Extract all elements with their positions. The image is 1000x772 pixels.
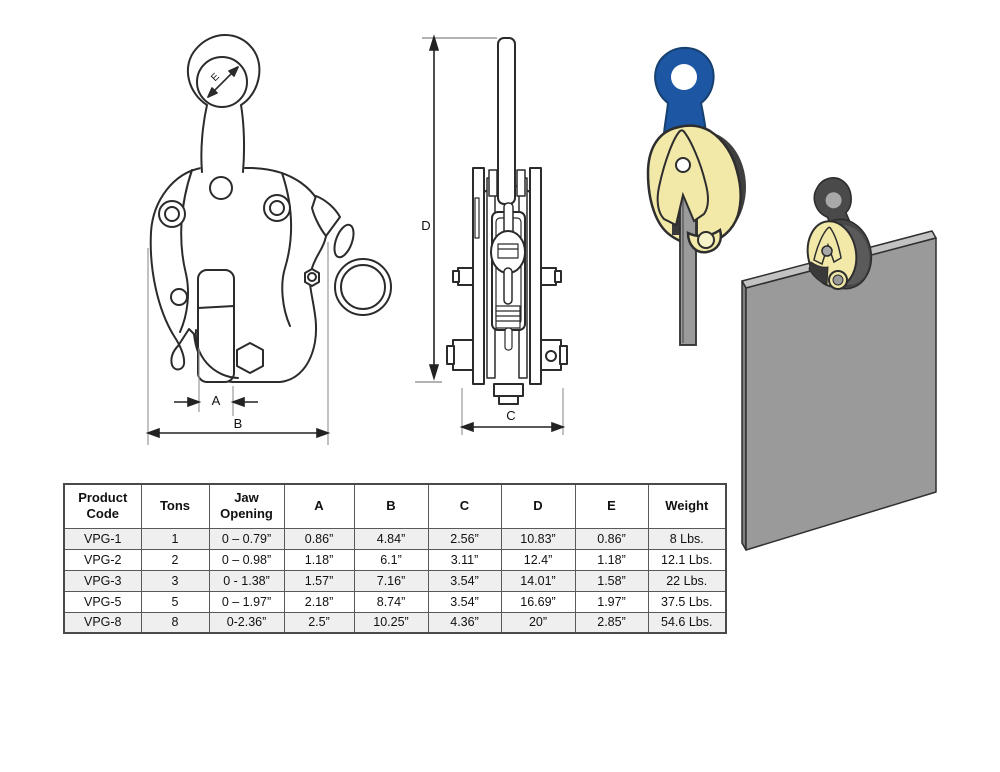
col-header-jaw-opening: Jaw Opening [208,483,285,529]
cell-weight: 8 Lbs. [647,527,727,550]
cell-e: 1.58” [574,569,649,592]
blue-lifting-eye [654,46,715,134]
cell-c: 3.54” [427,569,502,592]
table-row-vpg-3: VPG-3 3 0 - 1.38” 1.57” 7.16” 3.54” 14.0… [63,569,727,592]
cam-arc [194,329,239,379]
cell-product-code: VPG-5 [63,590,142,613]
cell-weight: 22 Lbs. [647,569,727,592]
col-header-product-code: Product Code [63,483,142,529]
col-header-weight: Weight [647,483,727,529]
cell-tons: 5 [140,590,210,613]
cell-a: 0.86” [283,527,355,550]
cell-tons: 1 [140,527,210,550]
cell-c: 3.11” [427,548,502,571]
cell-jaw-opening: 0 – 0.98” [208,548,285,571]
dimension-e-arrow [207,66,239,98]
lifting-eye-outline [186,34,261,173]
cell-a: 1.57” [283,569,355,592]
cell-d: 10.83” [500,527,576,550]
upper-bolt-right [540,267,557,286]
upper-bolt-left [457,267,474,286]
cell-b: 10.25” [353,611,429,634]
jaw-notch [808,261,829,285]
table-row-vpg-8: VPG-8 8 0-2.36” 2.5” 10.25” 4.36” 20” 2.… [63,611,727,634]
col-header-d: D [500,483,576,529]
cell-c: 4.36” [427,611,502,634]
cell-e: 2.85” [574,611,649,634]
cell-b: 6.1” [353,548,429,571]
cell-d: 16.69” [500,590,576,613]
blue-eye-hole [671,64,697,90]
clamp-hanging-on-steel-plate-illustration [741,177,937,551]
cell-weight: 12.1 Lbs. [647,548,727,571]
cell-d: 12.4” [500,548,576,571]
cell-c: 3.54” [427,590,502,613]
cell-product-code: VPG-1 [63,527,142,550]
side-plate-right [529,167,542,385]
cell-jaw-opening: 0 – 0.79” [208,527,285,550]
col-header-tons: Tons [140,483,210,529]
body-hole-lower-left [170,288,188,306]
cam-plate-hole [675,157,691,173]
cell-product-code: VPG-8 [63,611,142,634]
dark-eye-hole [825,192,842,209]
dimension-lines-side [415,34,566,435]
chain-link [333,223,355,259]
cell-a: 2.5” [283,611,355,634]
cell-product-code: VPG-2 [63,548,142,571]
table-row-vpg-5: VPG-5 5 0 – 1.97” 2.18” 8.74” 3.54” 16.6… [63,590,727,613]
cam-hex-bolt [236,342,264,374]
chain-lug [311,195,341,237]
dim-label-b: B [234,416,243,431]
cell-e: 0.86” [574,527,649,550]
cell-jaw-opening: 0 – 1.97” [208,590,285,613]
cell-a: 2.18” [283,590,355,613]
col-header-b: B [353,483,429,529]
cam-hole [821,245,833,257]
cam-plate [656,129,709,227]
cell-tons: 3 [140,569,210,592]
cell-jaw-opening: 0 - 1.38” [208,569,285,592]
dim-label-d: D [421,218,430,233]
clamp-front-view-drawing: E A B [145,34,392,445]
plate-front-face [745,237,937,551]
shackle-bar [497,37,516,205]
body-hole-right-inner [269,200,285,216]
clamp-lifting-plate-illustration [646,46,746,346]
body-hole-top [209,176,233,200]
cell-a: 1.18” [283,548,355,571]
cell-e: 1.18” [574,548,649,571]
lower-bolt-left [452,339,474,371]
col-header-c: C [427,483,502,529]
cell-b: 8.74” [353,590,429,613]
cell-d: 20” [500,611,576,634]
cell-b: 4.84” [353,527,429,550]
cell-d: 14.01” [500,569,576,592]
table-row-vpg-2: VPG-2 2 0 – 0.98” 1.18” 6.1” 3.11” 12.4”… [63,548,727,571]
cell-tons: 8 [140,611,210,634]
dim-label-a: A [212,393,221,408]
cell-jaw-opening: 0-2.36” [208,611,285,634]
spec-table: Product Code Tons Jaw Opening A B C D E … [63,483,727,634]
cell-b: 7.16” [353,569,429,592]
body-hole-left-inner [164,206,180,222]
dim-label-c: C [506,408,515,423]
cell-c: 2.56” [427,527,502,550]
header-row: Product Code Tons Jaw Opening A B C D E … [63,483,727,529]
tension-pin [697,231,715,249]
cam-outline [813,226,842,266]
clamp-side-view-drawing: D C [415,34,568,435]
col-header-a: A [283,483,355,529]
cell-weight: 37.5 Lbs. [647,590,727,613]
jaw-plate [197,269,235,383]
pull-ring-inner [340,264,386,310]
cell-weight: 54.6 Lbs. [647,611,727,634]
cell-tons: 2 [140,548,210,571]
cell-product-code: VPG-3 [63,569,142,592]
cell-e: 1.97” [574,590,649,613]
col-header-e: E [574,483,649,529]
table-row-vpg-1: VPG-1 1 0 – 0.79” 0.86” 4.84” 2.56” 10.8… [63,527,727,550]
